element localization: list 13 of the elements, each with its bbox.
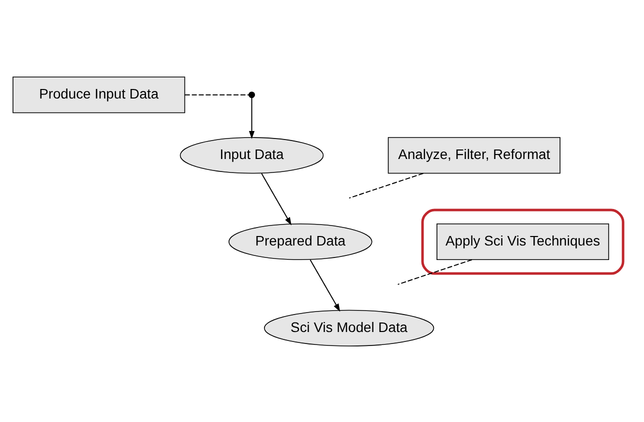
- node-box: Apply Sci Vis Techniques: [436, 223, 610, 260]
- node-ellipse: Prepared Data: [228, 223, 372, 260]
- node-ellipse: Input Data: [180, 136, 324, 174]
- node-dot: [248, 91, 256, 98]
- node-box: Produce Input Data: [12, 76, 186, 113]
- connector: [184, 94, 250, 95]
- arrow: [310, 258, 340, 312]
- connector: [348, 172, 424, 198]
- arrow: [248, 96, 255, 139]
- cluster: [421, 208, 624, 274]
- node-box: Analyze, Filter, Reformat: [388, 136, 560, 174]
- arrow: [261, 172, 292, 225]
- node-ellipse: Sci Vis Model Data: [264, 309, 434, 346]
